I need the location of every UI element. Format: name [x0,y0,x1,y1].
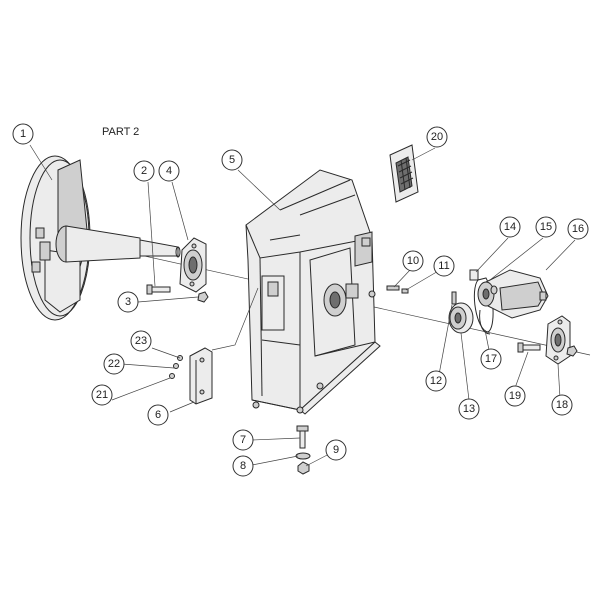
callout-16: 16 [567,218,589,240]
part-belt-loop [479,309,491,335]
svg-text:2: 2 [141,165,147,177]
part-bolt-right [517,342,578,357]
callout-3: 3 [117,291,139,313]
callout-14: 14 [499,216,521,238]
part-pulley [448,302,474,334]
svg-text:5: 5 [229,154,235,166]
svg-text:22: 22 [108,358,120,370]
part-screw [469,269,479,281]
part-bolt [146,284,171,295]
part-small-fasteners [169,355,183,379]
svg-text:20: 20 [431,131,443,143]
svg-text:18: 18 [556,399,568,411]
part-main-frame [245,169,381,415]
part-grille-cover [389,144,419,203]
part-gear-motor [477,269,549,319]
callout-11: 11 [433,255,455,277]
callout-12: 12 [425,370,447,392]
callout-9: 9 [325,439,347,461]
callouts: 1 2 3 4 5 6 7 8 9 10 11 12 13 14 15 16 1… [12,123,589,477]
svg-text:11: 11 [438,260,449,272]
callout-4: 4 [158,160,180,182]
svg-text:6: 6 [155,409,161,421]
callout-19: 19 [504,385,526,407]
callout-1: 1 [12,123,34,145]
svg-text:17: 17 [485,353,497,365]
svg-text:8: 8 [240,460,246,472]
callout-18: 18 [551,394,573,416]
callout-22: 22 [103,353,125,375]
callout-20: 20 [426,126,448,148]
callout-5: 5 [221,149,243,171]
svg-text:10: 10 [407,255,419,267]
part-bearing-flange [179,237,207,293]
callout-6: 6 [147,404,169,426]
leader-lines [29,144,576,467]
callout-15: 15 [535,216,557,238]
diagram-title: PART 2 [102,126,139,138]
callout-8: 8 [232,455,254,477]
callout-2: 2 [133,160,155,182]
part-key [451,291,457,305]
svg-text:12: 12 [430,375,442,387]
callout-7: 7 [232,429,254,451]
part-nut [197,291,209,303]
svg-text:16: 16 [572,223,584,235]
svg-text:19: 19 [509,390,521,402]
part-bolt-washer-nut [295,425,311,475]
callout-13: 13 [458,398,480,420]
part-disc-with-shaft [20,155,181,321]
part-set-screws [386,285,409,294]
svg-text:9: 9 [333,444,339,456]
callout-23: 23 [130,330,152,352]
part-bearing-flange-right [545,315,571,365]
callout-21: 21 [91,384,113,406]
svg-text:14: 14 [504,221,516,233]
svg-text:23: 23 [135,335,147,347]
callout-10: 10 [402,250,424,272]
svg-text:7: 7 [240,434,246,446]
svg-text:13: 13 [463,403,475,415]
parts-drawing [20,144,591,475]
svg-text:1: 1 [20,128,26,140]
callout-17: 17 [480,348,502,370]
svg-text:15: 15 [540,221,552,233]
svg-text:4: 4 [166,165,172,177]
svg-text:21: 21 [96,389,108,401]
svg-text:3: 3 [125,296,131,308]
part-bracket [189,347,213,405]
